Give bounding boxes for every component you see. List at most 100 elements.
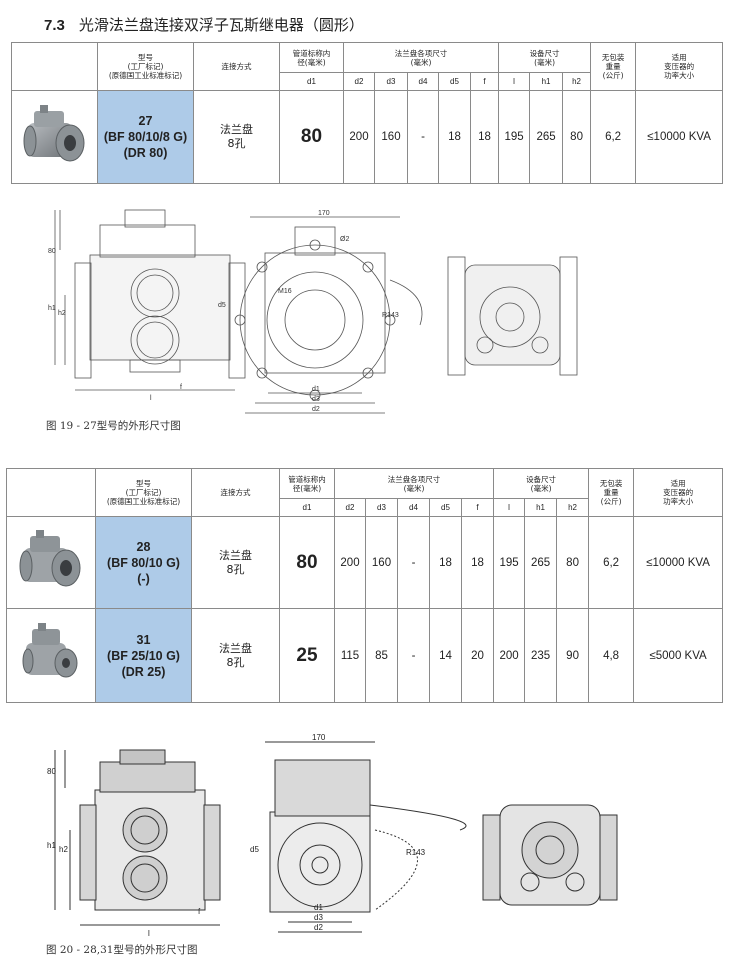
front-view <box>265 741 467 933</box>
side-view <box>54 749 221 926</box>
dim-d1-label: d1 <box>314 903 323 912</box>
figure-19-caption: 图 19 - 27型号的外形尺寸图 <box>46 420 181 432</box>
power-cell: ≤10000 KVA <box>633 516 724 609</box>
power-cell: ≤5000 KVA <box>633 608 724 703</box>
header-device: 设备尺寸(毫米) <box>493 468 590 499</box>
dim-r143-label: R143 <box>382 312 399 319</box>
dim-l-label: l <box>150 395 152 402</box>
section-number: 7.3 <box>44 17 65 34</box>
d2-cell: 200 <box>334 516 366 609</box>
h2-cell: 80 <box>562 90 592 184</box>
dim-d5-label: d5 <box>250 845 259 854</box>
header-d5: d5 <box>438 72 471 91</box>
header-h2: h2 <box>562 72 592 91</box>
d4-cell: - <box>397 516 430 609</box>
relay-product-icon <box>22 623 78 678</box>
figure-19-drawing: 80 h1 h2 l f 170 R143 M16 d5 d1 d3 d2 Ø2 <box>48 209 578 414</box>
header-pipe: 管道标称内径(毫米) <box>279 468 335 499</box>
f-cell: 18 <box>469 90 500 184</box>
header-l: l <box>498 72 531 91</box>
h2-cell: 80 <box>556 516 590 609</box>
l-cell: 200 <box>493 608 526 703</box>
d2-cell: 115 <box>334 608 366 703</box>
header-d4: d4 <box>397 498 430 517</box>
header-f: f <box>460 498 495 517</box>
d3-cell: 85 <box>365 608 398 703</box>
d5-cell: 18 <box>438 90 471 184</box>
dim-d3-label: d3 <box>312 396 320 403</box>
dim-l-label: l <box>148 929 150 938</box>
dim-80-label: 80 <box>47 767 56 776</box>
model-cell: 27(BF 80/10/8 G)(DR 80) <box>97 90 194 184</box>
spec-table-1: 型号(工厂标记)(原德国工业标准标记) 连接方式 管道标称内径(毫米) 法兰盘各… <box>11 42 724 184</box>
table-corner-cell <box>6 468 96 517</box>
dim-d3-label: d3 <box>314 913 323 922</box>
header-d2: d2 <box>334 498 366 517</box>
l-cell: 195 <box>498 90 531 184</box>
d3-cell: 160 <box>365 516 398 609</box>
d4-cell: - <box>407 90 439 184</box>
d5-cell: 14 <box>429 608 462 703</box>
h1-cell: 265 <box>529 90 564 184</box>
dim-f-label: f <box>198 907 201 916</box>
relay-product-icon <box>23 104 84 161</box>
d5-cell: 18 <box>429 516 462 609</box>
figure-20-caption: 图 20 - 28,31型号的外形尺寸图 <box>46 944 198 956</box>
header-l: l <box>493 498 526 517</box>
header-flange: 法兰盘各项尺寸(毫米) <box>333 468 495 499</box>
f-cell: 20 <box>460 608 495 703</box>
dim-170-label: 170 <box>318 210 330 217</box>
h2-cell: 90 <box>556 608 590 703</box>
front-view <box>234 216 423 414</box>
dim-h1-label: h1 <box>48 305 56 312</box>
product-photo <box>6 608 96 703</box>
dim-d2-label: d2 <box>314 923 323 932</box>
header-d4: d4 <box>407 72 439 91</box>
product-photo <box>6 516 96 609</box>
d2-cell: 200 <box>343 90 375 184</box>
dim-h2-label: h2 <box>59 845 68 854</box>
l-cell: 195 <box>493 516 526 609</box>
header-model: 型号(工厂标记)(原德国工业标准标记) <box>97 42 194 91</box>
dim-h1-label: h1 <box>47 841 56 850</box>
dim-h2-label: h2 <box>58 310 66 317</box>
header-model: 型号(工厂标记)(原德国工业标准标记) <box>95 468 192 517</box>
dim-f-label: f <box>180 384 182 391</box>
header-device: 设备尺寸(毫米) <box>498 42 592 73</box>
d1-cell: 25 <box>279 608 335 703</box>
dim-170-label: 170 <box>312 733 326 742</box>
d1-cell: 80 <box>279 516 335 609</box>
product-photo <box>11 90 98 184</box>
figure-20-drawing: 80 h1 h2 l f 170 R143 d5 d1 d3 d2 <box>47 733 618 938</box>
model-cell: 28(BF 80/10 G)(-) <box>95 516 192 609</box>
header-weight: 无包装重量(公斤) <box>588 468 635 517</box>
header-d1: d1 <box>279 498 335 517</box>
header-connection: 连接方式 <box>191 468 280 517</box>
header-d1: d1 <box>279 72 344 91</box>
dim-80-label: 80 <box>48 248 56 255</box>
header-power: 适用变压器的功率大小 <box>635 42 724 91</box>
dim-m16-label: M16 <box>278 288 292 295</box>
h1-cell: 265 <box>524 516 558 609</box>
top-view <box>482 804 618 906</box>
dim-r143-label: R143 <box>406 848 426 857</box>
h1-cell: 235 <box>524 608 558 703</box>
power-cell: ≤10000 KVA <box>635 90 724 184</box>
table-corner-cell <box>11 42 98 91</box>
dim-d2-label: d2 <box>312 406 320 413</box>
top-view <box>447 256 578 376</box>
header-connection: 连接方式 <box>193 42 280 91</box>
header-f: f <box>469 72 500 91</box>
header-d3: d3 <box>374 72 408 91</box>
model-cell: 31(BF 25/10 G)(DR 25) <box>95 608 192 703</box>
d3-cell: 160 <box>374 90 408 184</box>
d4-cell: - <box>397 608 430 703</box>
header-flange: 法兰盘各项尺寸(毫米) <box>342 42 500 73</box>
f-cell: 18 <box>460 516 495 609</box>
